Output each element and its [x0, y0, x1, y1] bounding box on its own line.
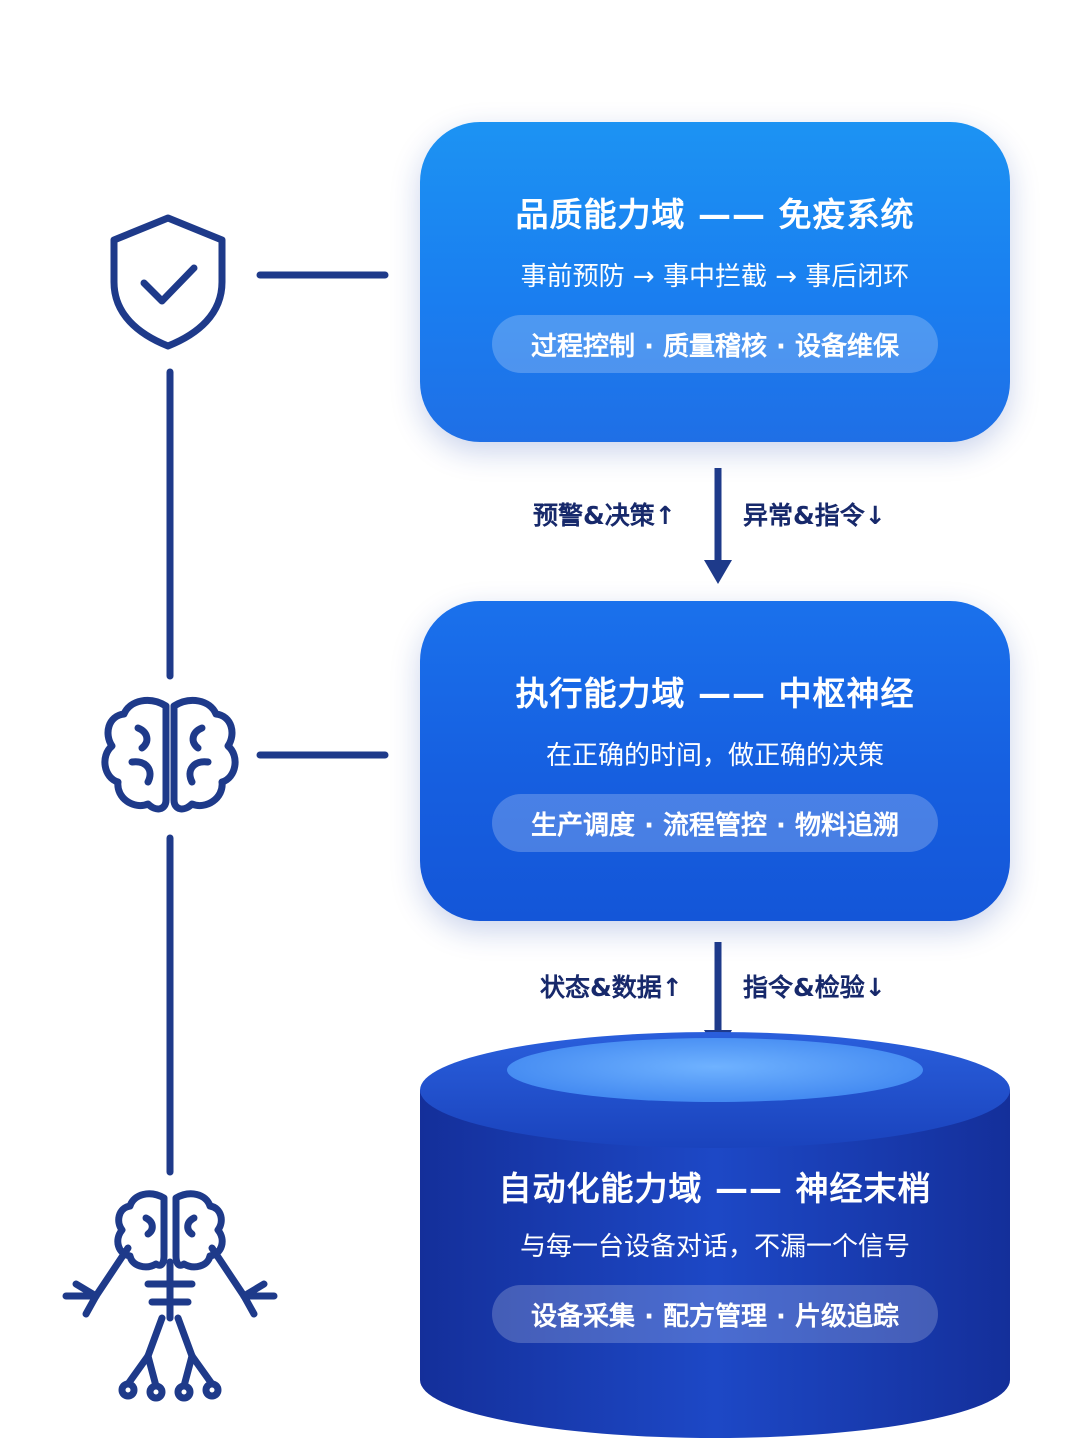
- automation-domain-title: 自动化能力域 —— 神经末梢: [498, 1169, 932, 1208]
- flow2-down-label: 指令&检验↓: [743, 973, 886, 1002]
- automation-domain-content: 自动化能力域 —— 神经末梢 与每一台设备对话，不漏一个信号 设备采集 · 配方…: [420, 1150, 1010, 1343]
- quality-domain-subtitle: 事前预防 → 事中拦截 → 事后闭环: [520, 262, 910, 292]
- execution-domain-card: 执行能力域 —— 中枢神经 在正确的时间，做正确的决策 生产调度 · 流程管控 …: [420, 601, 1010, 921]
- execution-domain-title: 执行能力域 —— 中枢神经: [515, 674, 915, 713]
- flow-arrow-1: [704, 468, 732, 584]
- automation-domain-tags: 设备采集 · 配方管理 · 片级追踪: [492, 1285, 938, 1343]
- execution-domain-tags: 生产调度 · 流程管控 · 物料追溯: [492, 794, 938, 852]
- automation-domain-subtitle: 与每一台设备对话，不漏一个信号: [519, 1232, 910, 1262]
- flow1-down-label: 异常&指令↓: [743, 501, 886, 530]
- quality-domain-title: 品质能力域 —— 免疫系统: [515, 195, 915, 234]
- brain-icon: [101, 696, 239, 813]
- execution-domain-subtitle: 在正确的时间，做正确的决策: [545, 741, 884, 771]
- quality-domain-tags: 过程控制 · 质量稽核 · 设备维保: [492, 315, 938, 373]
- flow2-up-label: 状态&数据↑: [540, 973, 683, 1002]
- flow1-up-label: 预警&决策↑: [533, 501, 676, 530]
- quality-domain-card: 品质能力域 —— 免疫系统 事前预防 → 事中拦截 → 事后闭环 过程控制 · …: [420, 122, 1010, 442]
- left-icon-column: [62, 214, 389, 1402]
- automation-domain-cylinder: [420, 1032, 1010, 1438]
- shield-check-icon: [110, 214, 226, 350]
- nerve-robot-icon: [62, 1190, 278, 1402]
